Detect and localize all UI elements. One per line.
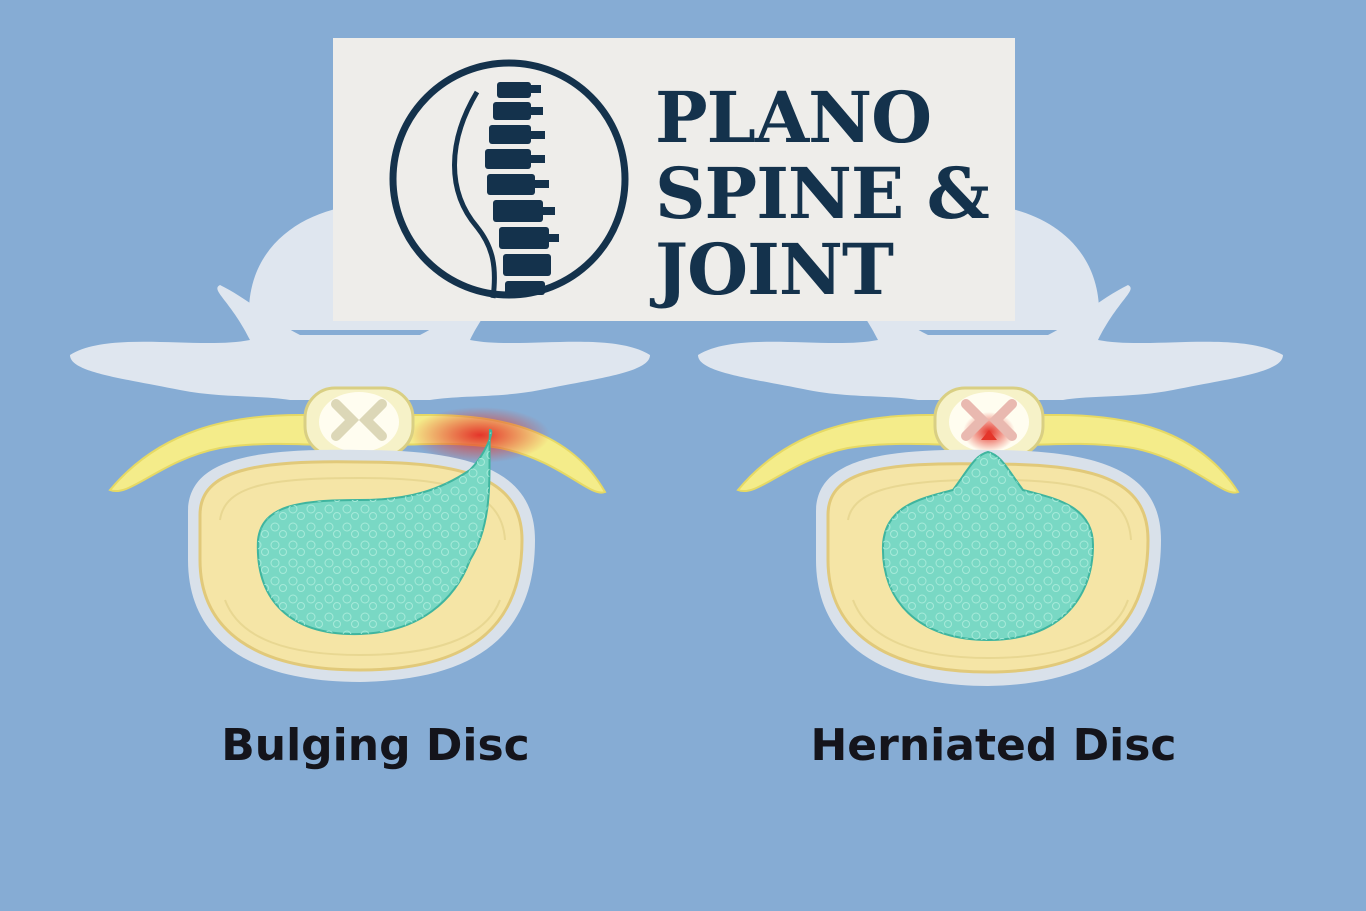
spine-circle-icon — [389, 59, 629, 299]
brand-line-3: JOINT — [655, 228, 894, 311]
intervertebral-disc — [816, 449, 1161, 686]
brand-line-1: PLANO — [655, 76, 932, 159]
brand-line-2: SPINE & — [655, 152, 990, 235]
logo-panel: PLANO SPINE & JOINT — [333, 38, 1015, 321]
caption-bulging-disc: Bulging Disc — [221, 720, 530, 771]
spinal-cord — [303, 386, 415, 458]
caption-herniated-disc: Herniated Disc — [810, 720, 1177, 771]
intervertebral-disc — [188, 428, 535, 682]
brand-name: PLANO SPINE & JOINT — [655, 76, 990, 311]
spinal-cord — [933, 386, 1045, 458]
nerve-root — [736, 414, 1240, 494]
bulging-disc-illustration — [70, 205, 650, 682]
